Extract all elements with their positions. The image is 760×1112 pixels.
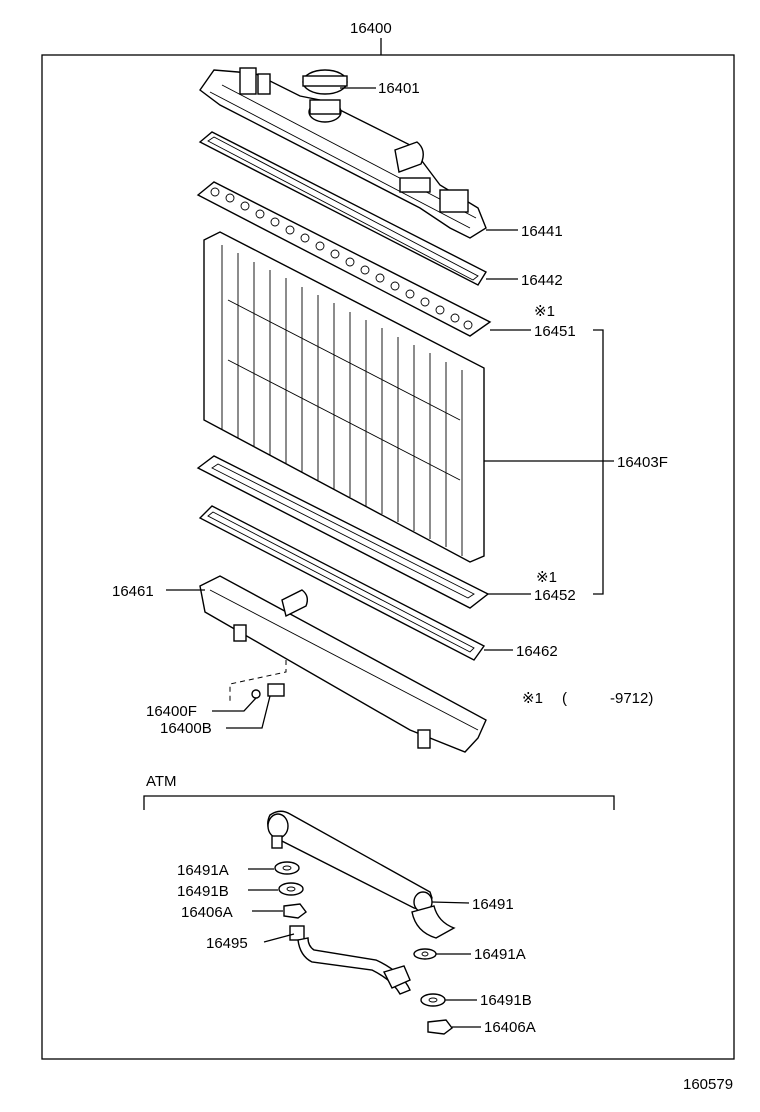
note-mark-bottom: ※1 [536, 569, 557, 586]
drain-cock-part [229, 660, 287, 704]
atm-section-label: ATM [146, 773, 177, 790]
note-legend-open-paren: ( [562, 690, 567, 707]
label-16495: 16495 [206, 935, 248, 952]
label-16452: 16452 [534, 587, 576, 604]
lower-gasket-part [198, 505, 486, 661]
lower-tank-part [199, 575, 487, 753]
right-fittings-part [413, 948, 453, 1035]
upper-core-plate-part [196, 181, 492, 337]
left-fittings-part [274, 861, 307, 919]
radiator-cap-part [302, 69, 348, 123]
label-16451: 16451 [534, 323, 576, 340]
label-16491B-right: 16491B [480, 992, 532, 1009]
label-16491: 16491 [472, 896, 514, 913]
label-16491A-left: 16491A [177, 862, 229, 879]
label-16406A-left: 16406A [181, 904, 233, 921]
oil-cooler-hose-part [289, 925, 411, 995]
label-16461: 16461 [112, 583, 154, 600]
oil-cooler-pipe-part [267, 810, 456, 939]
label-16462: 16462 [516, 643, 558, 660]
note-legend-range: -9712) [610, 690, 653, 707]
figure-number: 160579 [683, 1076, 733, 1093]
assembly-number-label: 16400 [350, 20, 392, 37]
label-16442: 16442 [521, 272, 563, 289]
label-16400B: 16400B [160, 720, 212, 737]
upper-gasket-part [198, 131, 487, 286]
label-16491A-right: 16491A [474, 946, 526, 963]
label-16441: 16441 [521, 223, 563, 240]
assembly-frame [41, 54, 735, 1060]
label-16401: 16401 [378, 80, 420, 97]
label-16400F: 16400F [146, 703, 197, 720]
note-legend-mark: ※1 [522, 690, 543, 707]
label-16403F: 16403F [617, 454, 668, 471]
note-mark-top: ※1 [534, 303, 555, 320]
label-16406A-right: 16406A [484, 1019, 536, 1036]
label-16491B-left: 16491B [177, 883, 229, 900]
upper-tank-part [199, 67, 487, 239]
atm-section-bracket [143, 795, 615, 810]
radiator-core-part [203, 231, 485, 563]
